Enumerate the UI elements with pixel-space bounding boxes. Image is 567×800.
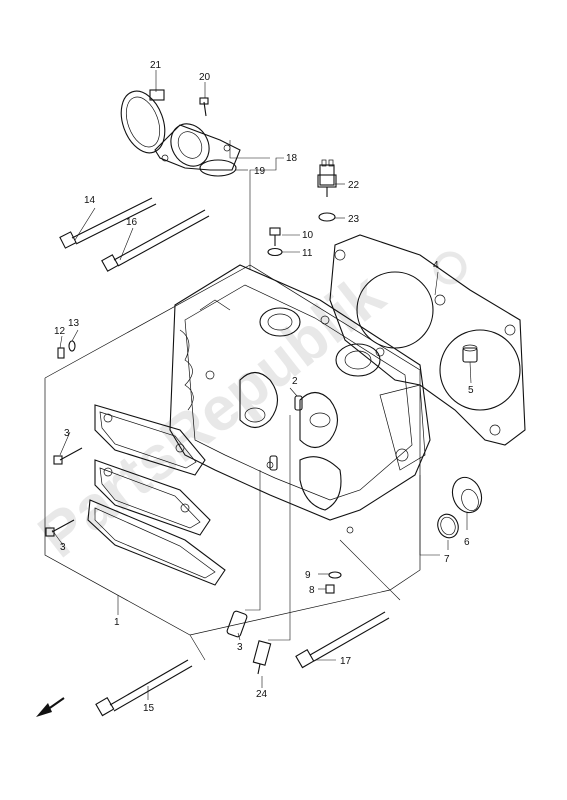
callout-3-upper: 3 — [64, 428, 70, 439]
bolt-18 — [295, 611, 390, 669]
washer-10 — [328, 571, 342, 579]
callout-4: 3 — [237, 642, 243, 653]
callout-12: 11 — [302, 248, 313, 259]
callout-18: 17 — [340, 656, 352, 667]
callout-13: 12 — [54, 326, 66, 337]
cylinder-head-frame — [44, 264, 421, 636]
bolt-3-upper — [53, 447, 83, 465]
callout-8: 7 — [444, 554, 450, 565]
leader-lines — [51, 70, 472, 700]
callout-9: 8 — [309, 585, 315, 596]
callout-22: 21 — [150, 60, 162, 71]
washer-14 — [68, 340, 76, 352]
callout-5: 4 — [433, 260, 439, 271]
bolt-9 — [325, 584, 335, 594]
bolt-3-lower — [45, 519, 75, 537]
callout-20: 19 — [254, 166, 266, 177]
bolt-15 — [59, 197, 157, 249]
bolt-21 — [199, 97, 209, 117]
oil-filler-cap — [451, 476, 483, 514]
dowel-pin — [269, 395, 303, 471]
cylinder-head — [44, 264, 431, 636]
spark-plug — [252, 640, 272, 675]
callout-21: 20 — [199, 72, 211, 83]
valve-guide-4 — [226, 610, 248, 638]
cylinder-head-gasket — [329, 234, 526, 446]
watermark-text: PartsRepublik — [26, 260, 397, 571]
bolt-13 — [57, 347, 65, 359]
intake-manifold — [87, 404, 226, 586]
watermark-gear-icon — [433, 251, 467, 285]
callout-labels: 21 20 18 19 22 23 14 16 10 11 4 12 13 2 … — [54, 60, 474, 714]
washer-24 — [318, 212, 336, 222]
cylinder-head-body — [169, 264, 431, 521]
callout-19: 18 — [286, 153, 298, 164]
callout-25: 24 — [256, 689, 268, 700]
bolt-16 — [95, 659, 193, 717]
callout-10: 9 — [305, 570, 311, 581]
callout-7: 6 — [464, 537, 470, 548]
bolt-11 — [269, 227, 281, 246]
temperature-sensor — [317, 159, 337, 197]
callout-15: 14 — [84, 195, 96, 206]
callout-1: 1 — [114, 617, 120, 628]
washer-12 — [267, 247, 283, 257]
callout-17: 16 — [126, 217, 138, 228]
callout-23: 22 — [348, 180, 360, 191]
callout-6: 5 — [468, 385, 474, 396]
o-ring — [437, 513, 459, 539]
callout-24: 23 — [348, 214, 360, 225]
callout-2: 2 — [292, 376, 298, 387]
callout-16: 15 — [143, 703, 155, 714]
callout-14: 13 — [68, 318, 80, 329]
callout-3-lower: 3 — [60, 542, 66, 553]
callout-11: 10 — [302, 230, 314, 241]
front-arrow-icon — [36, 697, 65, 717]
thermostat-housing — [120, 89, 241, 177]
bolt-17 — [101, 209, 210, 272]
dowel-6 — [462, 344, 478, 363]
